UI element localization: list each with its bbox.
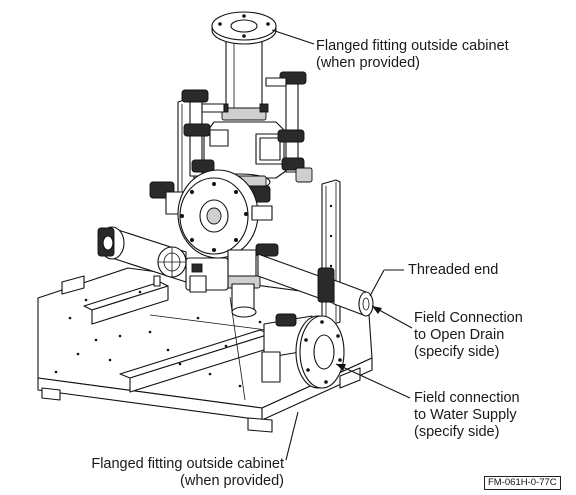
callout-supply-line-1: Field connection [414, 390, 520, 406]
supply-flange [261, 313, 345, 389]
callout-bottom-flange-line-1: Flanged fitting outside cabinet [91, 456, 284, 472]
callout-top-flange: Flanged fitting outside cabinet (when pr… [316, 38, 509, 72]
callout-drain-line-1: Field Connection [414, 310, 523, 326]
callout-top-flange-line-1: Flanged fitting outside cabinet [316, 38, 509, 54]
callout-drain-line-2: to Open Drain [414, 327, 505, 343]
alarm-valve [149, 169, 279, 289]
callout-supply-line-2: to Water Supply [414, 407, 517, 423]
callout-threaded-end-line-1: Threaded end [408, 262, 499, 278]
figure-code: FM-061H-0-77C [484, 476, 561, 490]
callout-drain-line-3: (specify side) [414, 344, 500, 360]
callout-drain: Field Connection to Open Drain (specify … [414, 310, 523, 361]
callout-threaded-end: Threaded end [408, 262, 498, 279]
leader-lines [271, 29, 413, 461]
left-pipe [97, 226, 187, 287]
riser-pipe [211, 11, 277, 121]
drain-valve [185, 257, 257, 318]
trim-piping-upper [181, 71, 313, 183]
callout-bottom-flange: Flanged fitting outside cabinet (when pr… [14, 456, 284, 490]
drain-pipe [257, 253, 374, 317]
callout-supply: Field connection to Water Supply (specif… [414, 390, 520, 441]
callout-supply-line-3: (specify side) [414, 424, 500, 440]
callout-top-flange-line-2: (when provided) [316, 55, 420, 71]
callout-bottom-flange-line-2: (when provided) [180, 473, 284, 489]
